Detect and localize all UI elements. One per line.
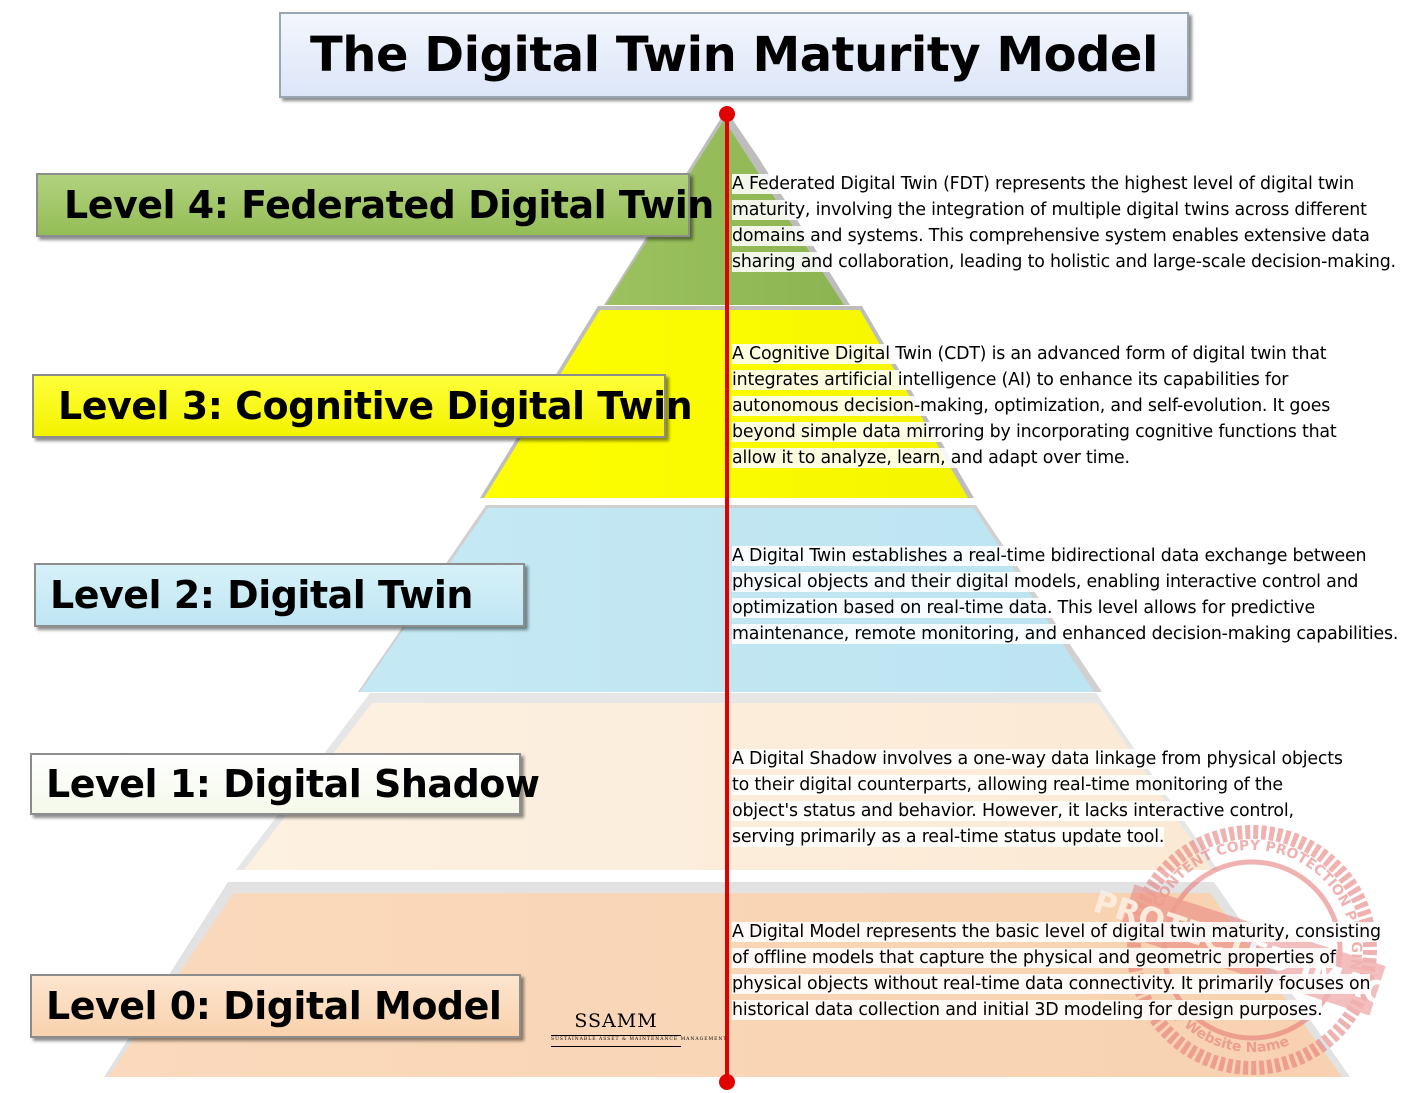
- logo-name: SSAMM: [574, 1010, 658, 1032]
- red-axis-bottom-dot: [719, 1074, 735, 1090]
- logo-rule-bottom: [551, 1046, 681, 1047]
- logo-tagline: SUSTAINABLE ASSET & MAINTENANCE MANAGEME…: [551, 1037, 728, 1042]
- level-2-label: Level 2: Digital Twin: [34, 563, 525, 627]
- level-4-label: Level 4: Federated Digital Twin: [36, 173, 714, 237]
- logo-rule-top: [551, 1035, 681, 1036]
- red-axis-top-dot: [719, 106, 735, 122]
- level-0-description: A Digital Model represents the basic lev…: [732, 922, 1381, 1020]
- level-1-label: Level 1: Digital Shadow: [30, 753, 540, 815]
- level-4-description: A Federated Digital Twin (FDT) represent…: [732, 174, 1396, 272]
- title-banner: The Digital Twin Maturity Model: [279, 12, 1189, 98]
- level-1-description: A Digital Shadow involves a one-way data…: [732, 749, 1343, 847]
- level-0-label: Level 0: Digital Model: [30, 974, 521, 1038]
- diagram-title: The Digital Twin Maturity Model: [310, 27, 1158, 83]
- ssamm-logo: SSAMM SUSTAINABLE ASSET & MAINTENANCE MA…: [551, 1010, 728, 1050]
- level-3-label: Level 3: Cognitive Digital Twin: [32, 374, 693, 438]
- level-3-description: A Cognitive Digital Twin (CDT) is an adv…: [732, 344, 1337, 468]
- level-2-description: A Digital Twin establishes a real-time b…: [732, 546, 1399, 644]
